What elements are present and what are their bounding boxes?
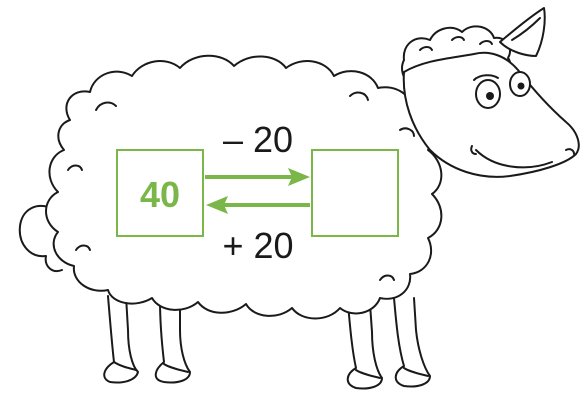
left-value: 40: [140, 174, 180, 215]
sheep-illustration: [20, 8, 579, 389]
bottom-operation-label: + 20: [222, 225, 293, 266]
answer-box[interactable]: [312, 150, 398, 236]
top-operation-label: – 20: [223, 119, 293, 160]
